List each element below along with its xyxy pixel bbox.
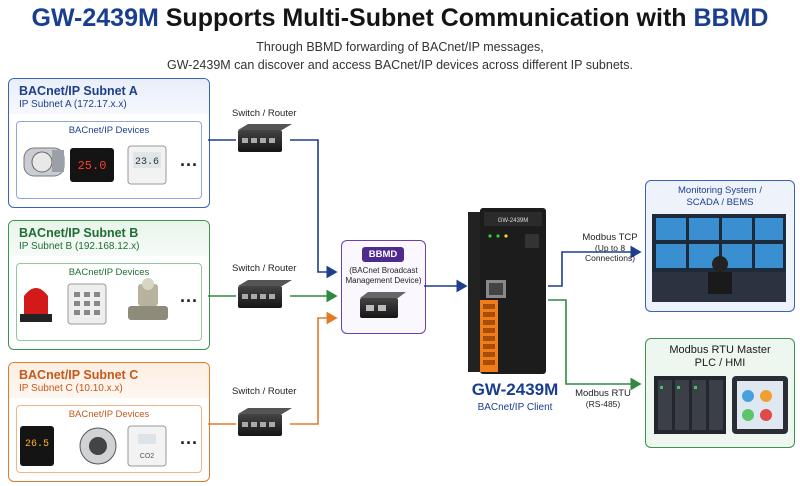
subtitle-line2: GW-2439M can discover and access BACnet/…: [167, 58, 633, 72]
modbus-tcp-label: Modbus TCP (Up to 8 Connections): [570, 232, 650, 264]
subnet-b-devices: BACnet/IP Devices: [16, 263, 202, 341]
gateway-name: GW-2439M: [471, 380, 559, 399]
bbmd-panel: BBMD (BACnet Broadcast Management Device…: [341, 240, 426, 334]
bbmd-description: (BACnet Broadcast Management Device): [344, 266, 423, 286]
subnet-c-link: [208, 318, 336, 425]
monitoring-line1: Monitoring System /: [678, 185, 762, 196]
subtitle-line1: Through BBMD forwarding of BACnet/IP mes…: [256, 40, 544, 54]
modbus-tcp-title: Modbus TCP: [582, 232, 638, 243]
monitoring-line2: SCADA / BEMS: [686, 197, 754, 208]
subnet-c-range: IP Subnet C (10.10.x.x): [19, 383, 123, 394]
switch-c-label: Switch / Router: [232, 386, 297, 397]
monitoring-title: Monitoring System / SCADA / BEMS: [646, 185, 794, 209]
subnet-b-title: BACnet/IP Subnet B: [19, 226, 139, 240]
gateway-device-icon: GW-2439M: [468, 208, 546, 374]
switch-a-label: Switch / Router: [232, 108, 297, 119]
rtu-master-panel: Modbus RTU Master PLC / HMI: [645, 338, 795, 448]
subnet-a-devices: BACnet/IP Devices: [16, 121, 202, 199]
subnet-c-panel: BACnet/IP Subnet C IP Subnet C (10.10.x.…: [8, 362, 210, 482]
subnet-a-panel: BACnet/IP Subnet A IP Subnet A (172.17.x…: [8, 78, 210, 208]
subnet-a-title: BACnet/IP Subnet A: [19, 84, 138, 98]
gateway-device-label: GW-2439M: [498, 218, 529, 224]
subnet-b-ellipsis: ...: [180, 286, 199, 306]
rtu-master-line1: Modbus RTU Master: [669, 344, 771, 356]
subnet-c-ellipsis: ...: [180, 428, 199, 448]
title-middle: Supports Multi-Subnet Communication with: [158, 4, 694, 32]
bbmd-desc-line2: Management Device): [345, 276, 422, 285]
bbmd-badge: BBMD: [362, 247, 404, 262]
subnet-c-devices-label: BACnet/IP Devices: [68, 409, 150, 420]
rtu-master-line2: PLC / HMI: [694, 357, 746, 369]
switch-icon-a: [238, 124, 292, 152]
modbus-rtu-title: Modbus RTU: [575, 388, 631, 399]
subnet-b-panel: BACnet/IP Subnet B IP Subnet B (192.168.…: [8, 220, 210, 350]
page-title: GW-2439M Supports Multi-Subnet Communica…: [0, 4, 800, 33]
subnet-c-title: BACnet/IP Subnet C: [19, 368, 139, 382]
modbus-tcp-detail: (Up to 8 Connections): [584, 243, 636, 263]
subnet-a-range: IP Subnet A (172.17.x.x): [19, 99, 127, 110]
title-gw: GW-2439M: [31, 4, 159, 32]
subnet-c-devices: BACnet/IP Devices: [16, 405, 202, 473]
switch-icon-c: [238, 408, 292, 436]
gw-rtu-link: [548, 299, 642, 391]
subnet-a-ellipsis: ...: [180, 150, 199, 170]
subnet-b-range: IP Subnet B (192.168.12.x): [19, 241, 140, 252]
switch-icon-b: [238, 280, 292, 308]
subnet-a-link: [208, 139, 336, 272]
gateway-role: BACnet/IP Client: [477, 402, 553, 413]
title-bbmd: BBMD: [693, 4, 769, 32]
rtu-master-title: Modbus RTU Master PLC / HMI: [646, 344, 794, 370]
modbus-rtu-label: Modbus RTU (RS-485): [568, 388, 638, 410]
modbus-rtu-detail: (RS-485): [585, 399, 621, 409]
subnet-b-devices-label: BACnet/IP Devices: [68, 267, 150, 278]
bbmd-desc-line1: (BACnet Broadcast: [349, 266, 418, 275]
monitoring-panel: Monitoring System / SCADA / BEMS: [645, 180, 795, 312]
subnet-a-devices-label: BACnet/IP Devices: [68, 125, 150, 136]
switch-b-label: Switch / Router: [232, 263, 297, 274]
